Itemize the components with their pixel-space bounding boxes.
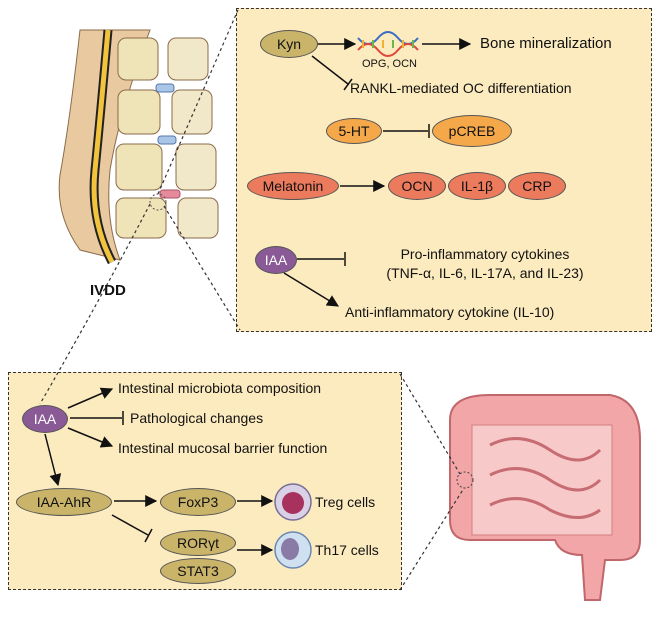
- iaa-to-ahr-arrow: [44, 433, 62, 487]
- kyn-node: Kyn: [260, 30, 318, 58]
- iaa-to-mucosal-arrow: [67, 427, 114, 448]
- pro-inflammatory-line2: (TNF-α, IL-6, IL-17A, and IL-23): [386, 265, 584, 281]
- crp-node: CRP: [508, 172, 566, 200]
- iaa-to-microbiota-arrow: [67, 387, 114, 409]
- il1b-node: IL-1β: [448, 172, 506, 200]
- iaa-to-anti-arrow: [283, 272, 340, 307]
- kyn-inhibits-rankl: [311, 55, 349, 85]
- foxp3-node: FoxP3: [160, 488, 236, 516]
- th17-label: Th17 cells: [315, 542, 379, 558]
- pathological-label: Pathological changes: [130, 410, 264, 426]
- intestine-illustration: [449, 394, 641, 601]
- ocn-node: OCN: [388, 172, 446, 200]
- treg-label: Treg cells: [315, 494, 376, 510]
- 5ht-node: 5-HT: [326, 118, 382, 144]
- opg-ocn-label: OPG, OCN: [362, 58, 418, 70]
- anti-inflammatory-label: Anti-inflammatory cytokine (IL-10): [345, 304, 555, 320]
- iaa-bottom-node: IAA: [22, 405, 68, 433]
- iaa-top-node: IAA: [255, 246, 297, 274]
- pcreb-node: pCREB: [432, 115, 512, 147]
- microbiota-label: Intestinal microbiota composition: [118, 380, 322, 396]
- spine-to-iaa-connector: [39, 203, 151, 405]
- ahr-inhibits-roryt: [111, 514, 149, 536]
- rankl-label: RANKL-mediated OC differentiation: [350, 80, 572, 96]
- melatonin-node: Melatonin: [247, 172, 339, 200]
- mucosal-label: Intestinal mucosal barrier function: [118, 440, 328, 456]
- kyn-inhibit-bar: [343, 78, 353, 91]
- ahr-inhibit-bar: [144, 528, 153, 543]
- spine-bottom-connector: [163, 205, 241, 331]
- bone-mineralization-label: Bone mineralization: [480, 35, 612, 52]
- spine-illustration: [58, 29, 219, 265]
- top-panel: [236, 8, 652, 332]
- th17-cell-icon: [274, 531, 312, 569]
- spine-illustration: [58, 29, 219, 265]
- stat3-node: STAT3: [160, 558, 236, 584]
- intestine-bottom-connector: [399, 487, 465, 591]
- pro-inflammatory-line1: Pro-inflammatory cytokines: [400, 246, 570, 262]
- ivdd-label: IVDD: [90, 282, 126, 299]
- iaa-ahr-node: IAA-AhR: [16, 488, 112, 516]
- roryt-node: RORγt: [160, 530, 236, 556]
- intestine-top-connector: [399, 373, 461, 475]
- dna-icon: [357, 31, 419, 57]
- treg-cell-icon: [274, 483, 312, 521]
